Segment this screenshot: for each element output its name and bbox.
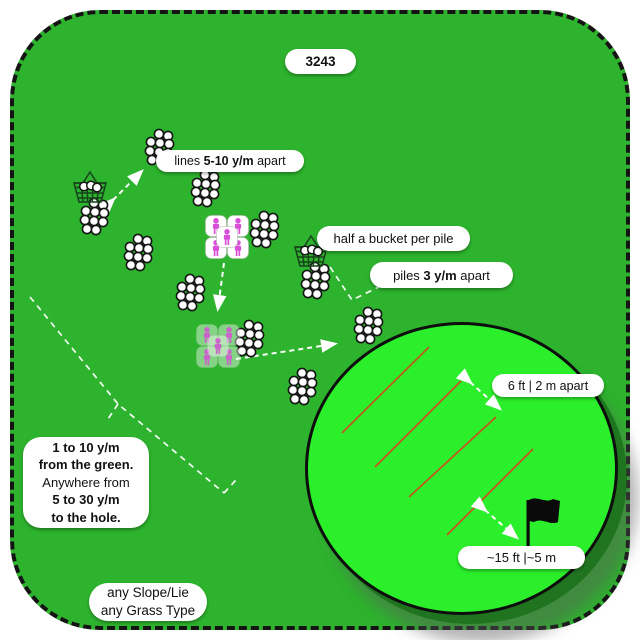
lines-spacing-label: lines 5-10 y/m apart — [156, 150, 304, 172]
piles-spacing-label: piles 3 y/m apart — [370, 262, 513, 288]
putting-green — [305, 322, 618, 615]
drop-zone-info-box: 1 to 10 y/m from the green. Anywhere fro… — [23, 437, 149, 528]
drill-number: 3243 — [305, 54, 336, 69]
bucket-per-pile-label: half a bucket per pile — [317, 226, 470, 251]
flag-distance-label: ~15 ft |~5 m — [458, 546, 585, 569]
drill-number-badge: 3243 — [285, 49, 356, 74]
conditions-label: any Slope/Lie any Grass Type — [89, 583, 207, 621]
green-lines-spacing-label: 6 ft | 2 m apart — [492, 374, 604, 397]
